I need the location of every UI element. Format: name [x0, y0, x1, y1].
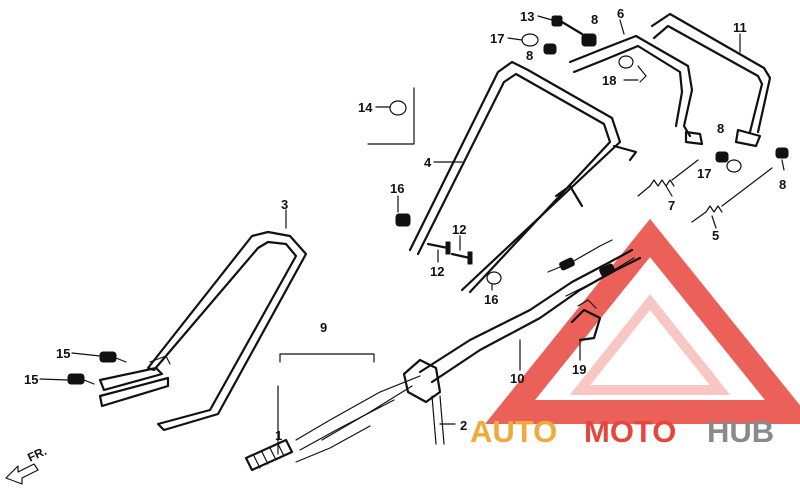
leader-lines: [39, 15, 741, 455]
watermark-text: AUTO MOTO HUB: [470, 414, 774, 449]
front-direction-label: FR.: [25, 444, 48, 465]
nut-17-right: [726, 159, 742, 173]
callout-11: 11: [733, 20, 747, 35]
callout-13: 13: [520, 9, 534, 24]
callout-12-lower: 12: [430, 264, 444, 279]
callout-16-upper: 16: [390, 181, 404, 196]
nut-16-upper: [395, 213, 411, 227]
bracket-2: [402, 358, 445, 445]
callout-10: 10: [510, 371, 524, 386]
callout-2: 2: [460, 418, 467, 433]
callout-8-mid: 8: [526, 48, 533, 63]
front-direction-arrow: FR.: [5, 444, 49, 485]
callout-5: 5: [712, 228, 719, 243]
watermark-moto: MOTO: [584, 414, 676, 449]
callout-1: 1: [275, 428, 282, 443]
cable-10: [418, 239, 642, 384]
callout-8-far-right: 8: [779, 177, 786, 192]
callout-7: 7: [668, 198, 675, 213]
nut-8-top: [581, 33, 597, 47]
nut-8-far-right: [775, 147, 789, 171]
callout-12-upper: 12: [452, 222, 466, 237]
bolt-15-lower: [67, 373, 95, 385]
callout-15-upper: 15: [56, 346, 70, 361]
lower-handle-part: [98, 230, 308, 432]
callout-15-lower: 15: [24, 372, 38, 387]
bolt-13: [551, 15, 584, 36]
bolt-12-a: [426, 241, 451, 255]
callout-9: 9: [320, 320, 327, 335]
bolt-12-b: [450, 251, 473, 265]
throttle-cable-9: [279, 353, 421, 463]
watermark-hub: HUB: [707, 414, 774, 449]
callout-labels: 1 2 3 4 5 6 7 8 8 8 8 9 10 11 12 12 13 1…: [24, 6, 786, 443]
nut-17-top: [521, 33, 539, 47]
callout-6: 6: [617, 6, 624, 21]
callout-14: 14: [358, 100, 373, 115]
clamp-19: [570, 299, 602, 342]
nut-8-right: [715, 151, 729, 163]
nut-14: [367, 87, 415, 145]
callout-18: 18: [602, 73, 616, 88]
watermark-logo: [484, 218, 800, 424]
upper-handle-part: [408, 60, 638, 294]
watermark-auto: AUTO: [470, 414, 557, 449]
callout-19: 19: [572, 362, 586, 377]
nut-16-lower: [486, 271, 502, 285]
collar-18: [618, 55, 647, 83]
callout-8-top: 8: [591, 12, 598, 27]
callout-4: 4: [424, 155, 432, 170]
callout-17-top: 17: [490, 31, 504, 46]
callout-3: 3: [281, 197, 288, 212]
bolt-15-upper: [99, 351, 127, 363]
callout-17-right: 17: [697, 166, 711, 181]
bail-lever-part: [568, 34, 704, 146]
grip-1: [244, 438, 294, 472]
top-bar-part: [650, 12, 772, 148]
spring-5: [691, 167, 773, 223]
spring-7: [637, 159, 699, 197]
callout-8-right: 8: [717, 121, 724, 136]
callout-16-lower: 16: [484, 292, 498, 307]
nut-8-mid: [543, 43, 557, 55]
